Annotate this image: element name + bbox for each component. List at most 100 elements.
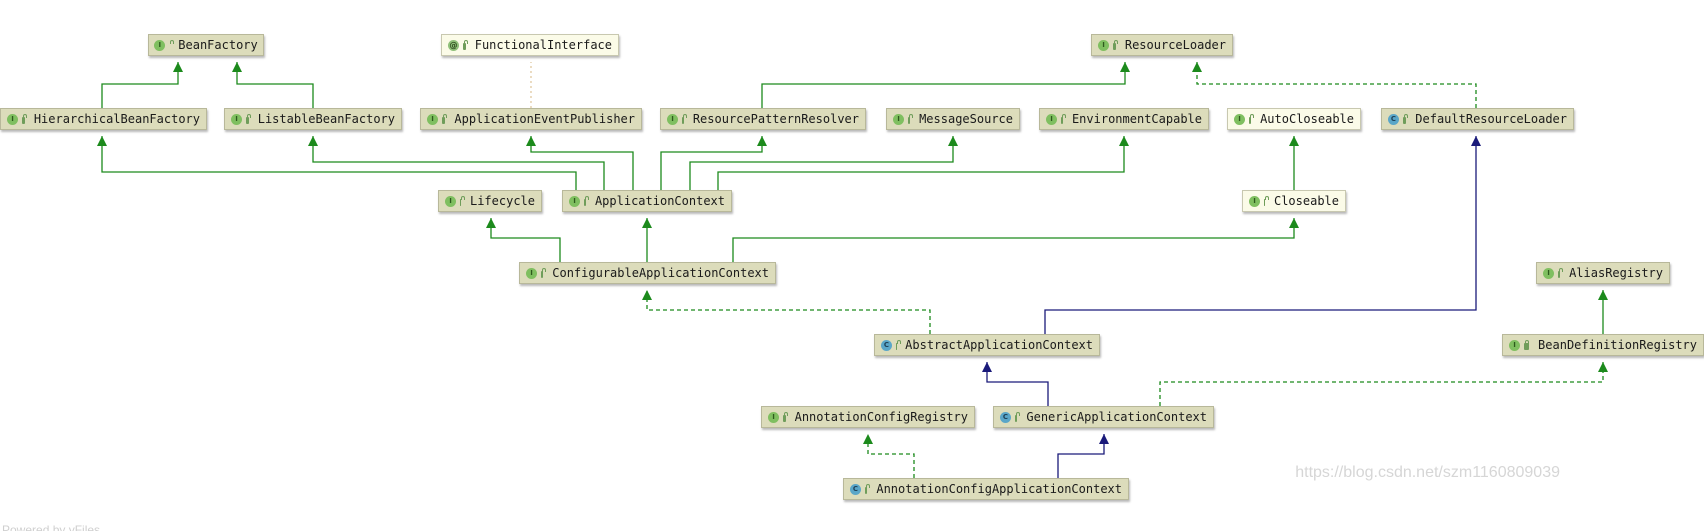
class-icon: C: [850, 483, 861, 495]
arrowhead-icon: [1289, 136, 1299, 146]
arrowhead-icon: [1471, 136, 1481, 146]
public-visibility-icon: [908, 113, 914, 124]
arrowhead-icon: [486, 218, 496, 228]
edge-ListableBeanFactory-to-BeanFactory: [232, 62, 314, 108]
public-visibility-icon: [442, 113, 448, 124]
arrowhead-icon: [173, 62, 183, 72]
edge-line: [717, 136, 1125, 190]
node-FunctionalInterface[interactable]: @FunctionalInterface: [441, 34, 619, 56]
edge-ConfigurableApplicationContext-to-Lifecycle: [486, 218, 561, 262]
node-label: ApplicationEventPublisher: [454, 112, 635, 126]
edge-HierarchicalBeanFactory-to-BeanFactory: [101, 62, 183, 108]
node-label: AnnotationConfigApplicationContext: [876, 482, 1122, 496]
public-visibility-icon: [865, 483, 871, 494]
interface-icon: I: [1509, 339, 1520, 351]
arrowhead-icon: [97, 136, 107, 146]
edge-GenericApplicationContext-to-AbstractApplicationContext: [982, 362, 1049, 406]
edge-ConfigurableApplicationContext-to-ApplicationContext: [642, 218, 652, 262]
interface-icon: I: [1543, 267, 1554, 279]
edge-AnnotationConfigApplicationContext-to-GenericApplicationContext: [1057, 434, 1109, 478]
watermark: https://blog.csdn.net/szm1160809039: [1295, 464, 1560, 481]
public-visibility-icon: [1061, 113, 1066, 124]
class-icon: C: [1000, 411, 1011, 423]
interface-icon: I: [893, 113, 904, 125]
node-label: BeanDefinitionRegistry: [1538, 338, 1697, 352]
edge-line: [1057, 434, 1105, 478]
edge-line: [1159, 362, 1604, 406]
public-visibility-icon: [584, 195, 589, 206]
interface-icon: I: [7, 113, 18, 125]
node-AnnotationConfigApplicationContext[interactable]: C AnnotationConfigApplicationContext: [843, 478, 1129, 500]
arrowhead-icon: [642, 290, 652, 300]
arrowhead-icon: [863, 434, 873, 444]
node-label: FunctionalInterface: [474, 38, 612, 52]
edge-ApplicationContext-to-ResourcePatternResolver: [660, 136, 767, 190]
node-label: ConfigurableApplicationContext: [552, 266, 769, 280]
arrowhead-icon: [757, 136, 767, 146]
public-visibility-icon: [460, 195, 465, 206]
yfiles-footer: Powered by yFiles: [2, 523, 101, 531]
node-BeanDefinitionRegistry[interactable]: I BeanDefinitionRegistry: [1502, 334, 1704, 356]
edge-Closeable-to-AutoCloseable: [1289, 136, 1299, 190]
public-visibility-icon: [1249, 113, 1255, 124]
interface-icon: I: [526, 267, 537, 279]
node-ConfigurableApplicationContext[interactable]: I ConfigurableApplicationContext: [519, 262, 776, 284]
interface-icon: I: [1234, 113, 1245, 125]
edge-line: [646, 290, 931, 334]
edge-line: [236, 62, 314, 108]
edge-line: [689, 136, 954, 190]
node-ApplicationContext[interactable]: I ApplicationContext: [562, 190, 732, 212]
public-visibility-icon: [463, 39, 468, 50]
public-visibility-icon: [1113, 39, 1118, 50]
node-label: ResourceLoader: [1124, 38, 1226, 52]
edge-line: [490, 218, 561, 262]
node-label: MessageSource: [919, 112, 1013, 126]
node-AliasRegistry[interactable]: I AliasRegistry: [1536, 262, 1670, 284]
public-visibility-icon: [682, 113, 687, 124]
node-label: BeanFactory: [178, 38, 258, 52]
node-HierarchicalBeanFactory[interactable]: I HierarchicalBeanFactory: [0, 108, 207, 130]
node-label: AliasRegistry: [1569, 266, 1663, 280]
node-EnvironmentCapable[interactable]: I EnvironmentCapable: [1039, 108, 1209, 130]
edge-line: [732, 218, 1295, 262]
interface-icon: I: [1046, 113, 1057, 125]
interface-icon: I: [1098, 39, 1109, 51]
node-ResourceLoader[interactable]: I ResourceLoader: [1091, 34, 1233, 56]
edge-line: [101, 62, 179, 108]
arrowhead-icon: [1119, 136, 1129, 146]
arrowhead-icon: [642, 218, 652, 228]
edge-ApplicationContext-to-HierarchicalBeanFactory: [97, 136, 577, 190]
edge-ApplicationContext-to-MessageSource: [689, 136, 958, 190]
node-label: EnvironmentCapable: [1071, 112, 1202, 126]
public-visibility-icon: [1524, 339, 1530, 350]
node-label: Lifecycle: [469, 194, 535, 208]
node-label: ApplicationContext: [594, 194, 725, 208]
node-MessageSource[interactable]: I MessageSource: [886, 108, 1020, 130]
arrowhead-icon: [1099, 434, 1109, 444]
edge-BeanDefinitionRegistry-to-AliasRegistry: [1598, 290, 1608, 334]
public-visibility-icon: [1264, 195, 1269, 206]
arrowhead-icon: [1120, 62, 1130, 72]
edge-line: [660, 136, 763, 190]
edge-line: [101, 136, 577, 190]
arrowhead-icon: [1598, 290, 1608, 300]
interface-icon: I: [569, 195, 580, 207]
node-label: ListableBeanFactory: [257, 112, 395, 126]
edge-ApplicationContext-to-ListableBeanFactory: [308, 136, 605, 190]
node-label: HierarchicalBeanFactory: [33, 112, 200, 126]
arrowhead-icon: [1598, 362, 1608, 372]
node-label: Closeable: [1273, 194, 1339, 208]
public-visibility-icon: [246, 113, 251, 124]
